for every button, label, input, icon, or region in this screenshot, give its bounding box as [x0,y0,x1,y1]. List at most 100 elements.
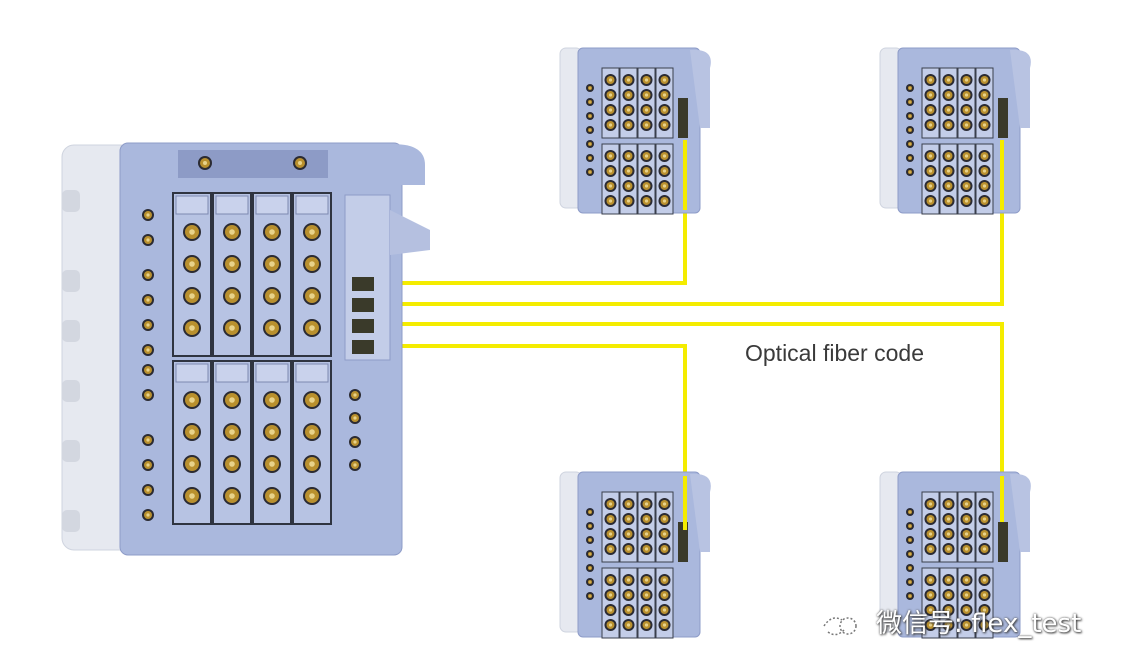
connector-pin [608,154,613,158]
connector-pin [964,199,969,203]
connector-pin [644,502,649,506]
connector-pin [189,293,195,299]
connector-pin [946,517,951,521]
connector-pin [946,623,951,627]
connector-pin [589,101,591,103]
remote-module [601,143,620,215]
connector-pin [589,553,591,555]
connector-pin [946,123,951,127]
remote-optical-port [678,522,688,562]
connector-pin [964,502,969,506]
connector-pin [964,608,969,612]
remote-module [939,491,958,563]
connector-pin [309,461,315,467]
wechat-logo-icon [823,616,857,635]
connector-pin [909,101,911,103]
optical-fiber-label: Optical fiber code [745,340,924,366]
connector-pin [946,93,951,97]
connector-pin [229,229,235,235]
connector-pin [928,502,933,506]
connector-pin [608,123,613,127]
connector-pin [644,199,649,203]
remote-module [921,491,940,563]
remote-module [957,491,976,563]
connector-pin [662,184,667,188]
connector-pin [928,517,933,521]
connector-pin [298,161,302,165]
remote-module [975,143,994,215]
connector-pin [229,429,235,435]
main-unit-handle [380,144,425,185]
module-latch [175,195,209,215]
connector-pin [626,169,631,173]
remote-module [637,491,656,563]
side-knob [62,440,80,462]
connector-pin [626,78,631,82]
remote-optical-port [998,98,1008,138]
connector-pin [982,608,987,612]
remote-module [957,567,976,639]
connector-pin [946,547,951,551]
connector-pin [964,578,969,582]
connector-pin [662,608,667,612]
connector-pin [589,115,591,117]
connector-pin [928,578,933,582]
connector-pin [146,438,150,442]
module-latch [255,195,289,215]
connector-pin [928,547,933,551]
connector-pin [146,273,150,277]
connector-pin [964,123,969,127]
remote-module [601,491,620,563]
side-knob [62,320,80,342]
module-latch [255,363,289,383]
connector-pin [644,608,649,612]
connector-pin [269,261,275,267]
remote-module [957,143,976,215]
connector-pin [982,517,987,521]
connector-pin [964,108,969,112]
remote-module [619,67,638,139]
connector-pin [608,517,613,521]
module-latch [295,363,329,383]
connector-pin [946,502,951,506]
connector-pin [608,184,613,188]
connector-pin [644,169,649,173]
optical-port [352,298,374,312]
connector-pin [662,593,667,597]
connector-pin [644,532,649,536]
connector-pin [982,593,987,597]
connector-pin [662,154,667,158]
connector-pin [662,169,667,173]
connector-pin [662,199,667,203]
connector-pin [909,143,911,145]
connector-pin [626,199,631,203]
connector-pin [626,154,631,158]
connector-pin [909,595,911,597]
connector-pin [662,623,667,627]
connector-pin [146,488,150,492]
connector-pin [309,261,315,267]
optical-port [352,277,374,291]
connector-pin [189,261,195,267]
connector-pin [964,93,969,97]
connector-pin [309,325,315,331]
remote-unit [559,47,711,215]
connector-pin [146,513,150,517]
connector-pin [229,261,235,267]
connector-pin [909,581,911,583]
connector-pin [353,463,357,467]
connector-pin [644,578,649,582]
remote-unit [559,471,711,639]
module-latch [295,195,329,215]
connector-pin [608,199,613,203]
connector-pin [964,154,969,158]
connector-pin [626,517,631,521]
connector-pin [608,593,613,597]
connector-pin [909,115,911,117]
connector-pin [644,547,649,551]
remote-unit [879,47,1031,215]
connector-pin [608,608,613,612]
connector-pin [964,184,969,188]
connector-pin [644,93,649,97]
